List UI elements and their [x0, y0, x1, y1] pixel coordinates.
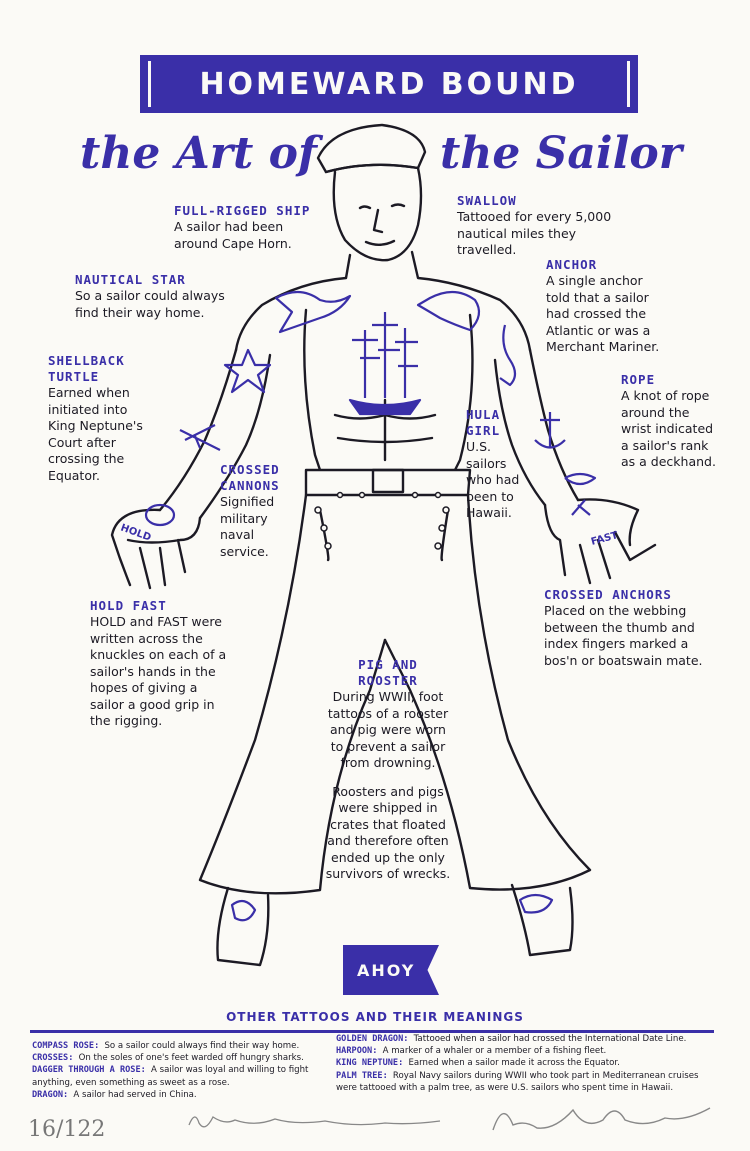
- other-tattoo-text: So a sailor could always find their way …: [104, 1041, 300, 1051]
- other-tattoo-text: A sailor had served in China.: [73, 1089, 197, 1100]
- other-tattoo-text: Earned when a sailor made it across the …: [408, 1058, 620, 1069]
- other-tattoo-key: KING NEPTUNE:: [336, 1058, 409, 1069]
- callout-title: ANCHOR: [546, 257, 598, 272]
- hula-girl-tattoo: [499, 324, 517, 387]
- other-tattoo-text: A sailor was loyal and willing to fight …: [32, 1065, 309, 1088]
- swallow-left-tattoo: [274, 290, 352, 334]
- other-tattoo-item: DAGGER THROUGH A ROSE: A sailor was loya…: [32, 1064, 332, 1088]
- crossed-cannons-tattoo: [179, 424, 221, 451]
- full-rigged-ship-tattoo: [348, 398, 422, 416]
- artist-signature-2: [492, 1107, 711, 1131]
- callout-text: During WWII, foot tattoos of a rooster a…: [327, 689, 449, 770]
- callout-crossed-anchors: CROSSED ANCHORS Placed on the webbing be…: [544, 587, 709, 669]
- other-tattoo-item: COMPASS ROSE: So a sailor could always f…: [32, 1040, 332, 1052]
- callout-text: Earned when initiated into King Neptune'…: [48, 385, 143, 483]
- other-tattoo-text: Royal Navy sailors during WWII who took …: [336, 1070, 699, 1093]
- other-tattoo-item: GOLDEN DRAGON: Tattooed when a sailor ha…: [336, 1033, 716, 1045]
- callout-full-rigged-ship: FULL-RIGGED SHIP A sailor had been aroun…: [174, 203, 324, 252]
- callout-nautical-star: NAUTICAL STAR So a sailor could always f…: [75, 272, 235, 321]
- subtitle-right: the Sailor: [440, 128, 682, 179]
- other-tattoos-left: COMPASS ROSE: So a sailor could always f…: [32, 1040, 332, 1101]
- callout-title: SHELLBACK TURTLE: [48, 353, 125, 384]
- pig-tattoo: [518, 893, 554, 914]
- other-tattoo-text: On the soles of one's feet warded off hu…: [78, 1053, 304, 1064]
- swallow-right-tattoo: [416, 290, 481, 332]
- divider: [30, 1030, 714, 1033]
- callout-text-2: Roosters and pigs were shipped in crates…: [325, 783, 451, 882]
- nautical-star-tattoo: [223, 348, 272, 394]
- callout-hula-girl: HULA GIRL U.S. sailors who had been to H…: [466, 407, 526, 522]
- callout-title: SWALLOW: [457, 193, 517, 208]
- sailor-illustration: HOLD FAST: [110, 123, 657, 967]
- callout-text: Placed on the webbing between the thumb …: [544, 603, 703, 668]
- callout-text: A knot of rope around the wrist indicate…: [621, 388, 716, 469]
- callout-pig-and-rooster: PIG AND ROOSTER During WWII, foot tattoo…: [325, 657, 451, 883]
- page-title: HOMEWARD BOUND: [199, 66, 579, 102]
- rooster-tattoo: [230, 899, 257, 922]
- other-tattoo-text: A marker of a whaler or a member of a fi…: [382, 1046, 607, 1057]
- rope-tattoo: [564, 472, 597, 486]
- callout-title: CROSSED CANNONS: [220, 462, 280, 493]
- other-tattoo-key: HARPOON:: [336, 1046, 383, 1057]
- callout-shellback-turtle: SHELLBACK TURTLE Earned when initiated i…: [48, 353, 152, 484]
- other-tattoo-key: PALM TREE:: [336, 1070, 393, 1081]
- callout-rope: ROPE A knot of rope around the wrist ind…: [621, 372, 721, 471]
- shellback-turtle-tattoo: [144, 503, 176, 527]
- artist-signature-1: [188, 1116, 441, 1128]
- other-tattoo-key: GOLDEN DRAGON:: [336, 1034, 414, 1044]
- knuckles-fast: FAST: [590, 530, 620, 548]
- other-tattoo-text: Tattooed when a sailor had crossed the I…: [413, 1034, 687, 1044]
- crossed-anchors-tattoo: [571, 499, 591, 516]
- ahoy-flag: AHOY: [343, 945, 439, 995]
- callout-title: HULA GIRL: [466, 407, 501, 438]
- other-tattoo-item: CROSSES: On the soles of one's feet ward…: [32, 1052, 332, 1064]
- anchor-tattoo: [534, 412, 566, 449]
- callout-text: Tattooed for every 5,000 nautical miles …: [457, 209, 612, 257]
- edition-number: 16/122: [28, 1117, 106, 1142]
- subtitle-left: the Art of: [80, 128, 317, 179]
- other-tattoo-item: PALM TREE: Royal Navy sailors during WWI…: [336, 1070, 716, 1094]
- callout-crossed-cannons: CROSSED CANNONS Signified military naval…: [220, 462, 300, 560]
- other-tattoo-key: COMPASS ROSE:: [32, 1041, 105, 1051]
- callout-text: So a sailor could always find their way …: [75, 288, 225, 320]
- other-tattoo-key: CROSSES:: [32, 1053, 79, 1064]
- callout-text: A sailor had been around Cape Horn.: [174, 219, 292, 251]
- callout-hold-fast: HOLD FAST HOLD and FAST were written acr…: [90, 598, 230, 730]
- other-tattoo-key: DAGGER THROUGH A ROSE:: [32, 1065, 151, 1076]
- callout-title: PIG AND ROOSTER: [358, 657, 418, 688]
- ahoy-label: AHOY: [357, 960, 416, 980]
- other-tattoo-item: HARPOON: A marker of a whaler or a membe…: [336, 1045, 716, 1057]
- callout-title: ROPE: [621, 372, 656, 387]
- title-banner: HOMEWARD BOUND: [140, 55, 638, 113]
- callout-anchor: ANCHOR A single anchor told that a sailo…: [546, 257, 666, 356]
- other-tattoos-right: GOLDEN DRAGON: Tattooed when a sailor ha…: [336, 1033, 716, 1094]
- other-tattoo-item: KING NEPTUNE: Earned when a sailor made …: [336, 1057, 716, 1069]
- callout-title: CROSSED ANCHORS: [544, 587, 672, 602]
- callout-text: U.S. sailors who had been to Hawaii.: [466, 439, 520, 520]
- callout-title: HOLD FAST: [90, 598, 167, 613]
- other-tattoo-item: DRAGON: A sailor had served in China.: [32, 1089, 332, 1101]
- callout-swallow: SWALLOW Tattooed for every 5,000 nautica…: [457, 193, 617, 259]
- other-tattoos-title: OTHER TATTOOS AND THEIR MEANINGS: [226, 1010, 524, 1024]
- callout-title: NAUTICAL STAR: [75, 272, 186, 287]
- callout-text: A single anchor told that a sailor had c…: [546, 273, 660, 354]
- callout-text: HOLD and FAST were written across the kn…: [90, 614, 227, 728]
- other-tattoo-key: DRAGON:: [32, 1089, 74, 1100]
- callout-text: Signified military naval service.: [220, 494, 275, 559]
- callout-title: FULL-RIGGED SHIP: [174, 203, 311, 218]
